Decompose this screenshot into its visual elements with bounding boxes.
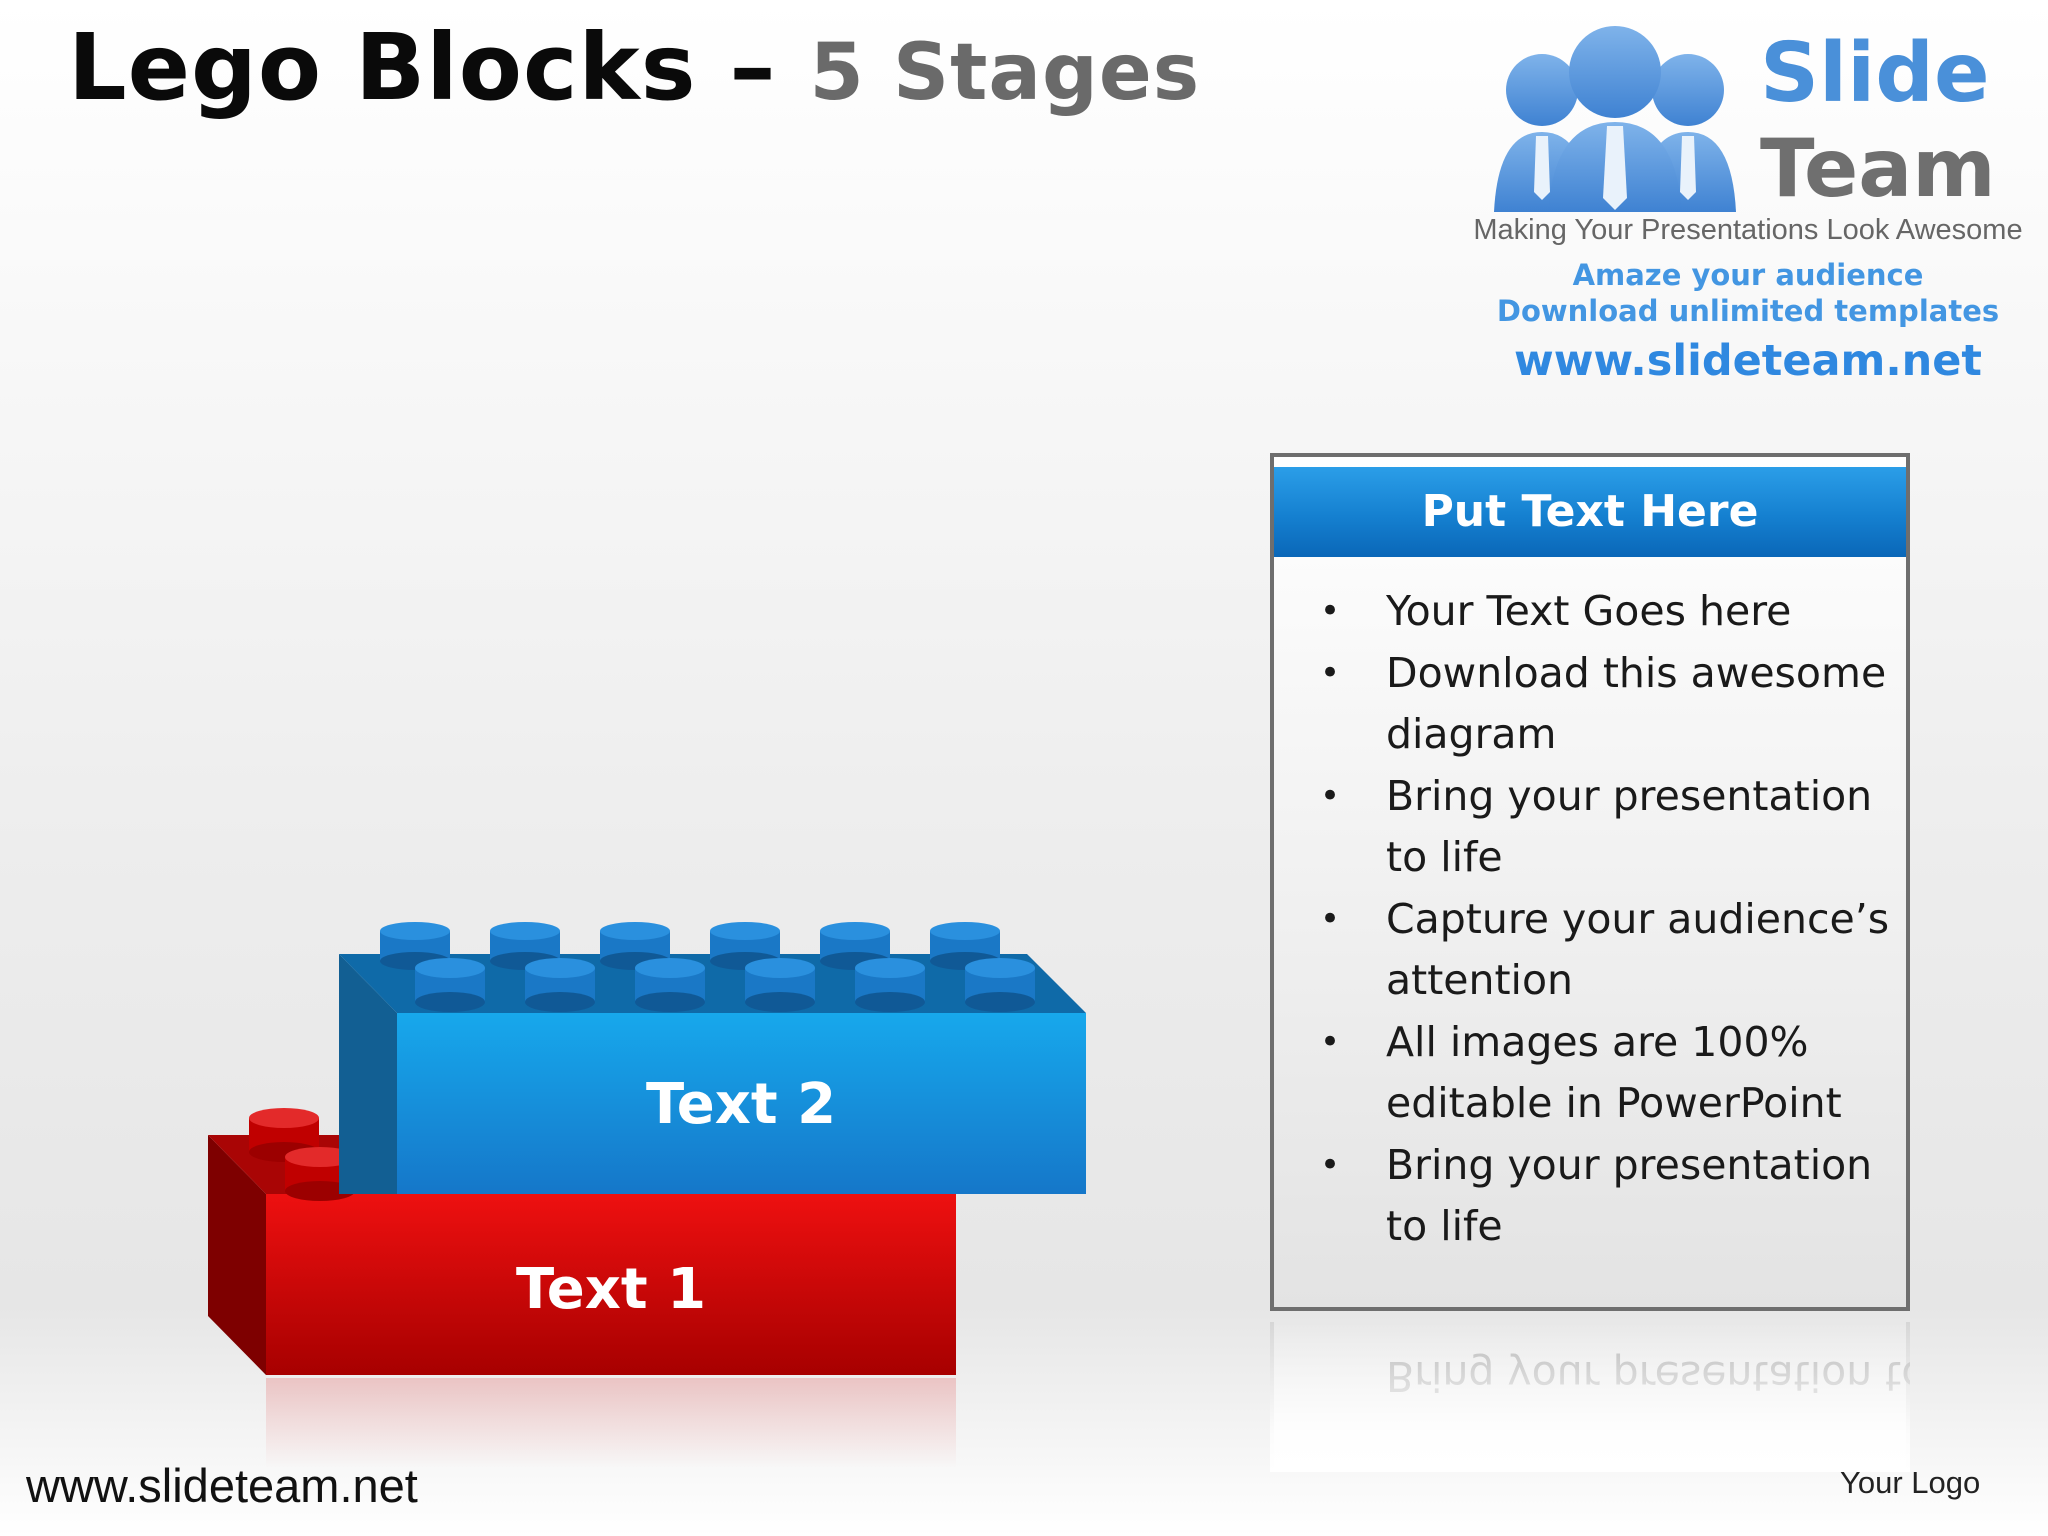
lego-block-blue	[339, 922, 1086, 1194]
logo-word-team: Team	[1760, 122, 1996, 215]
title-main: Lego Blocks	[68, 14, 697, 121]
people-icon	[1494, 26, 1736, 212]
panel-header: Put Text Here	[1274, 467, 1906, 557]
bullet-item: Your Text Goes here	[1274, 581, 1896, 643]
bullet-item: All images are 100% editable in PowerPoi…	[1274, 1012, 1896, 1135]
title-dash: –	[696, 14, 810, 121]
slide-title: Lego Blocks – 5 Stages	[68, 14, 1200, 121]
logo-promo-line-2: Download unlimited templates	[1496, 294, 2000, 328]
slideteam-logo: Slide Team Making Your Presentations Loo…	[1468, 18, 2028, 386]
block-label-text-2: Text 2	[646, 1072, 836, 1137]
logo-promo-line-1: Amaze your audience	[1572, 258, 1924, 292]
panel-reflection: Bring your presentation to life	[1270, 1322, 1910, 1472]
lego-block-red	[208, 1108, 956, 1468]
logo-url[interactable]: www.slideteam.net	[1514, 336, 1982, 386]
lego-studs-red	[249, 1108, 355, 1201]
logo-tagline: Making Your Presentations Look Awesome	[1473, 214, 2023, 246]
bullet-item: Bring your presentation to life	[1274, 766, 1896, 889]
bullet-item: Download this awesome diagram	[1274, 643, 1896, 766]
block-label-text-1: Text 1	[516, 1257, 706, 1322]
text-panel: Put Text Here Your Text Goes here Downlo…	[1270, 453, 1910, 1311]
logo-word-slide: Slide	[1760, 26, 1990, 121]
lego-red-reflection	[266, 1378, 956, 1468]
bullet-item: Bring your presentation to life	[1274, 1135, 1896, 1258]
panel-bullet-list: Your Text Goes here Download this awesom…	[1274, 557, 1906, 1258]
lego-blocks-diagram: Text 1 Text 2	[208, 922, 1086, 1468]
lego-studs-blue	[380, 922, 1035, 1012]
title-subtitle: 5 Stages	[809, 28, 1201, 118]
bullet-item: Capture your audience’s attention	[1274, 889, 1896, 1012]
footer-url[interactable]: www.slideteam.net	[26, 1459, 418, 1512]
panel-reflection-fade	[1270, 1322, 1910, 1472]
footer-logo-placeholder: Your Logo	[1840, 1465, 1981, 1500]
